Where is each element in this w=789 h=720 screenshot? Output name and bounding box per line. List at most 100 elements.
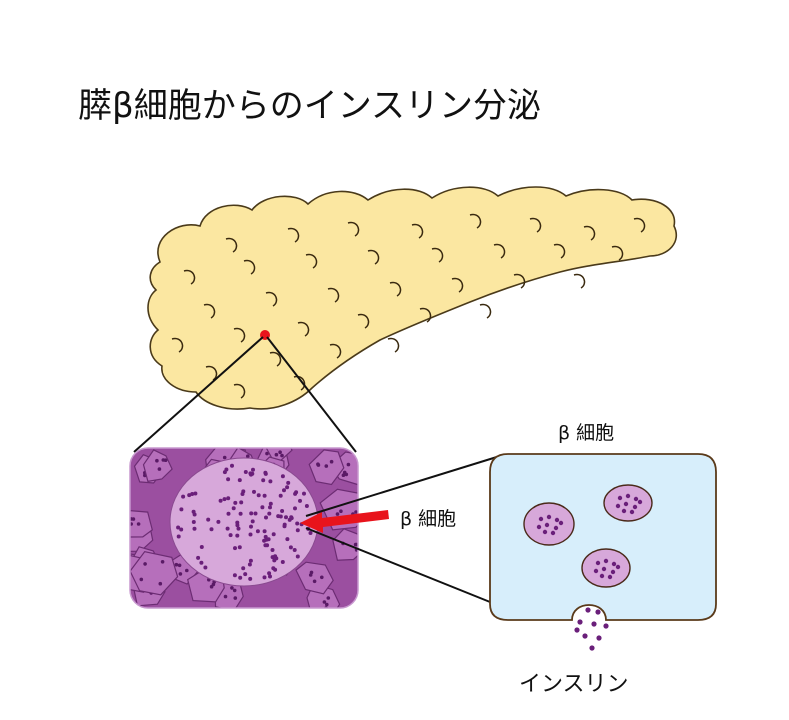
islet-granule — [282, 524, 287, 529]
lobule-mark — [305, 253, 318, 269]
islet-granule — [239, 500, 244, 505]
tissue-cell — [295, 561, 334, 595]
islet-granule — [262, 529, 267, 534]
lobule-mark — [171, 337, 184, 353]
islet-granule — [280, 560, 285, 564]
lobule-mark — [357, 313, 370, 329]
islet-granule — [304, 504, 309, 508]
vesicle-granule — [625, 493, 631, 499]
islet-granule — [260, 505, 265, 510]
beta-cell-body — [489, 453, 717, 621]
islet-granule — [187, 493, 192, 498]
islet-granule — [193, 491, 198, 496]
vesicle-granule — [550, 530, 556, 536]
islet-granule — [226, 477, 231, 482]
islet-granule — [261, 478, 266, 483]
beta-cell-illustration — [489, 453, 717, 651]
islet-granule — [292, 548, 297, 552]
islet-granule — [268, 501, 273, 506]
islet-granule — [295, 521, 300, 526]
islet-granule — [233, 546, 237, 551]
lobule-mark — [293, 375, 306, 391]
islet-granule — [271, 532, 276, 537]
islet-granule — [288, 545, 293, 550]
islet-granule — [199, 545, 204, 549]
islet-granule — [282, 488, 286, 493]
lobule-mark — [411, 223, 424, 239]
islet-granule — [247, 562, 252, 567]
islet-granule — [267, 511, 272, 516]
islet-granule — [268, 479, 273, 484]
islet-granule — [262, 538, 267, 543]
islet-granule — [253, 511, 258, 516]
islet-granule — [192, 512, 197, 517]
islet-granule — [181, 494, 186, 499]
islet-granule — [249, 524, 253, 529]
islet-granule — [226, 496, 231, 501]
lobule-mark — [573, 273, 586, 289]
vesicle-granule — [621, 508, 627, 514]
islet-granule — [272, 558, 277, 563]
lobule-mark — [265, 291, 278, 307]
islet-granule — [284, 515, 288, 520]
vesicle-granule — [610, 569, 616, 575]
islet-granule — [190, 492, 195, 496]
islet-granule — [255, 529, 260, 534]
vesicle-granule — [558, 520, 564, 526]
lobule-mark — [611, 245, 624, 261]
lobule-mark — [243, 259, 256, 275]
vesicle-granule — [611, 561, 617, 567]
vesicle-granule — [542, 529, 548, 535]
beta-cell-arrow-label: β 細胞 — [400, 508, 457, 530]
tissue-cell — [142, 449, 173, 483]
lobule-mark — [205, 365, 218, 381]
vesicle-granule — [538, 516, 544, 522]
islet-granule — [285, 537, 290, 542]
islet-granule — [285, 485, 290, 490]
vesicle-granule — [554, 517, 560, 523]
connector-bottom — [305, 527, 501, 607]
lobule-mark — [633, 217, 646, 233]
beta-cell-enlarged-label: β 細胞 — [558, 422, 615, 444]
islet-granule — [235, 533, 240, 538]
islet-granule — [218, 498, 223, 503]
lobule-mark — [269, 351, 282, 367]
vesicle-granule — [617, 495, 623, 501]
islet-granule — [179, 527, 184, 532]
islet-granule — [222, 497, 227, 502]
islet-granule — [216, 519, 221, 524]
lobule-mark — [183, 269, 196, 285]
vesicle-granule — [546, 514, 552, 520]
vesicle-granule — [637, 499, 643, 505]
zoom-line-left — [133, 336, 264, 453]
vesicle-granule — [553, 525, 559, 531]
lobule-mark — [513, 273, 526, 289]
islet-granule — [176, 525, 181, 530]
lobule-mark — [287, 227, 300, 243]
pancreas-illustration — [133, 186, 677, 453]
granule-vesicle-1 — [523, 502, 575, 546]
islet-granule — [225, 526, 230, 531]
islet-granule — [278, 493, 283, 498]
islet-granule — [262, 575, 267, 580]
secreted-insulin — [574, 607, 609, 651]
lobule-mark — [347, 221, 360, 237]
red-arrow-icon — [300, 510, 389, 533]
islet-granule — [295, 554, 300, 559]
vesicle-granule — [603, 558, 609, 564]
vesicle-granule — [623, 501, 629, 507]
islet-granule — [199, 560, 204, 565]
islet-granule — [266, 537, 271, 542]
lobule-mark — [553, 243, 566, 259]
lobule-mark — [583, 225, 596, 241]
vesicle-granule — [536, 524, 542, 530]
lobule-mark — [367, 249, 380, 265]
lobule-mark — [479, 303, 492, 319]
islet-granule — [237, 478, 242, 483]
insulin-label: インスリン — [519, 672, 629, 697]
islet-granule — [209, 527, 214, 532]
islet-granule — [264, 515, 268, 520]
lobule-mark — [529, 217, 542, 233]
islet-granule — [248, 532, 253, 537]
islet-granule — [273, 554, 278, 559]
